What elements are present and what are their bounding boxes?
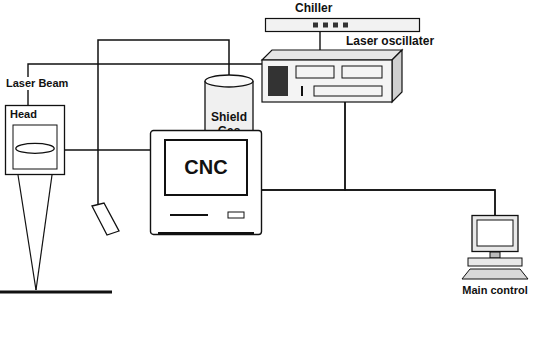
computer-foot <box>158 232 254 235</box>
connector-line <box>319 32 320 50</box>
oscillator-top <box>262 50 402 60</box>
connector-line <box>262 102 345 190</box>
chiller-indicator <box>313 23 318 28</box>
node-outline <box>262 50 402 102</box>
node-label: Chiller <box>295 2 332 16</box>
laser-head: Head <box>5 105 65 175</box>
node-outline <box>265 18 420 32</box>
chiller-indicator <box>343 23 348 28</box>
node-label: Main control <box>462 284 527 297</box>
focus-lens <box>16 143 54 153</box>
chiller-indicator <box>333 23 338 28</box>
pc-monitor <box>472 216 518 252</box>
main-control-pc: Main control <box>462 215 528 281</box>
oscillator-switch <box>301 86 303 96</box>
connector-line <box>345 102 495 215</box>
cylinder-top <box>205 75 253 87</box>
pc-stand <box>490 252 500 258</box>
chiller-indicator <box>323 23 328 28</box>
laser-oscillator: Laser oscillater <box>262 50 402 102</box>
node-outline <box>462 215 528 281</box>
oscillator-panel <box>314 86 382 96</box>
computer-button <box>228 212 244 218</box>
connector-line <box>262 190 495 215</box>
node-label: Laser oscillater <box>346 35 434 49</box>
oscillator-grille <box>268 66 288 96</box>
oscillator-front <box>262 60 392 102</box>
oscillator-panel <box>296 66 334 78</box>
computer-case <box>151 131 262 235</box>
workpiece <box>0 291 112 294</box>
node-label: Head <box>10 108 37 121</box>
connector-label: Laser Beam <box>4 77 70 90</box>
head-housing <box>6 106 65 175</box>
beam-cone <box>36 175 52 290</box>
chiller-unit: Chiller <box>265 18 420 32</box>
node-outline <box>150 130 262 235</box>
oscillator-side <box>392 50 402 102</box>
node-label: CNC <box>165 140 247 195</box>
disk-slot <box>170 214 208 216</box>
gas-nozzle <box>92 203 119 235</box>
connector-line <box>65 149 150 150</box>
head-inner <box>13 125 57 169</box>
computer-screen <box>165 140 247 195</box>
oscillator-panel <box>342 66 382 78</box>
chiller-body <box>266 19 420 32</box>
cnc-computer: CNC <box>150 130 262 235</box>
pc-screen <box>477 220 513 246</box>
beam-cone <box>18 175 36 290</box>
pc-keyboard <box>462 269 528 279</box>
pc-case <box>468 258 522 266</box>
